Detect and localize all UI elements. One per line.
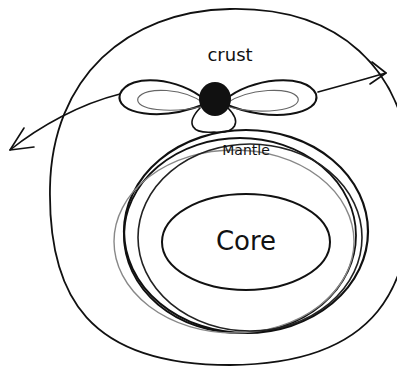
mantle-ring: MantleCore — [120, 120, 372, 335]
left-loop-2 — [138, 90, 205, 110]
crust-blob — [199, 82, 231, 116]
layer-label: Core — [160, 227, 332, 257]
layer-label: crust — [45, 45, 397, 66]
mantle-scribble — [114, 150, 354, 333]
right-loop-2 — [225, 90, 298, 111]
layer-label: Mantle — [120, 142, 372, 158]
left-arrow — [10, 94, 120, 150]
right-loop — [225, 80, 316, 115]
left-arrow-head — [10, 128, 34, 150]
mantle-scribble — [124, 130, 368, 333]
mantle-scribble — [138, 144, 362, 331]
crust-outline: crustMantleCore — [45, 5, 397, 370]
right-arrow — [318, 73, 386, 92]
left-loop — [119, 80, 205, 114]
core-oval: Core — [160, 192, 332, 292]
